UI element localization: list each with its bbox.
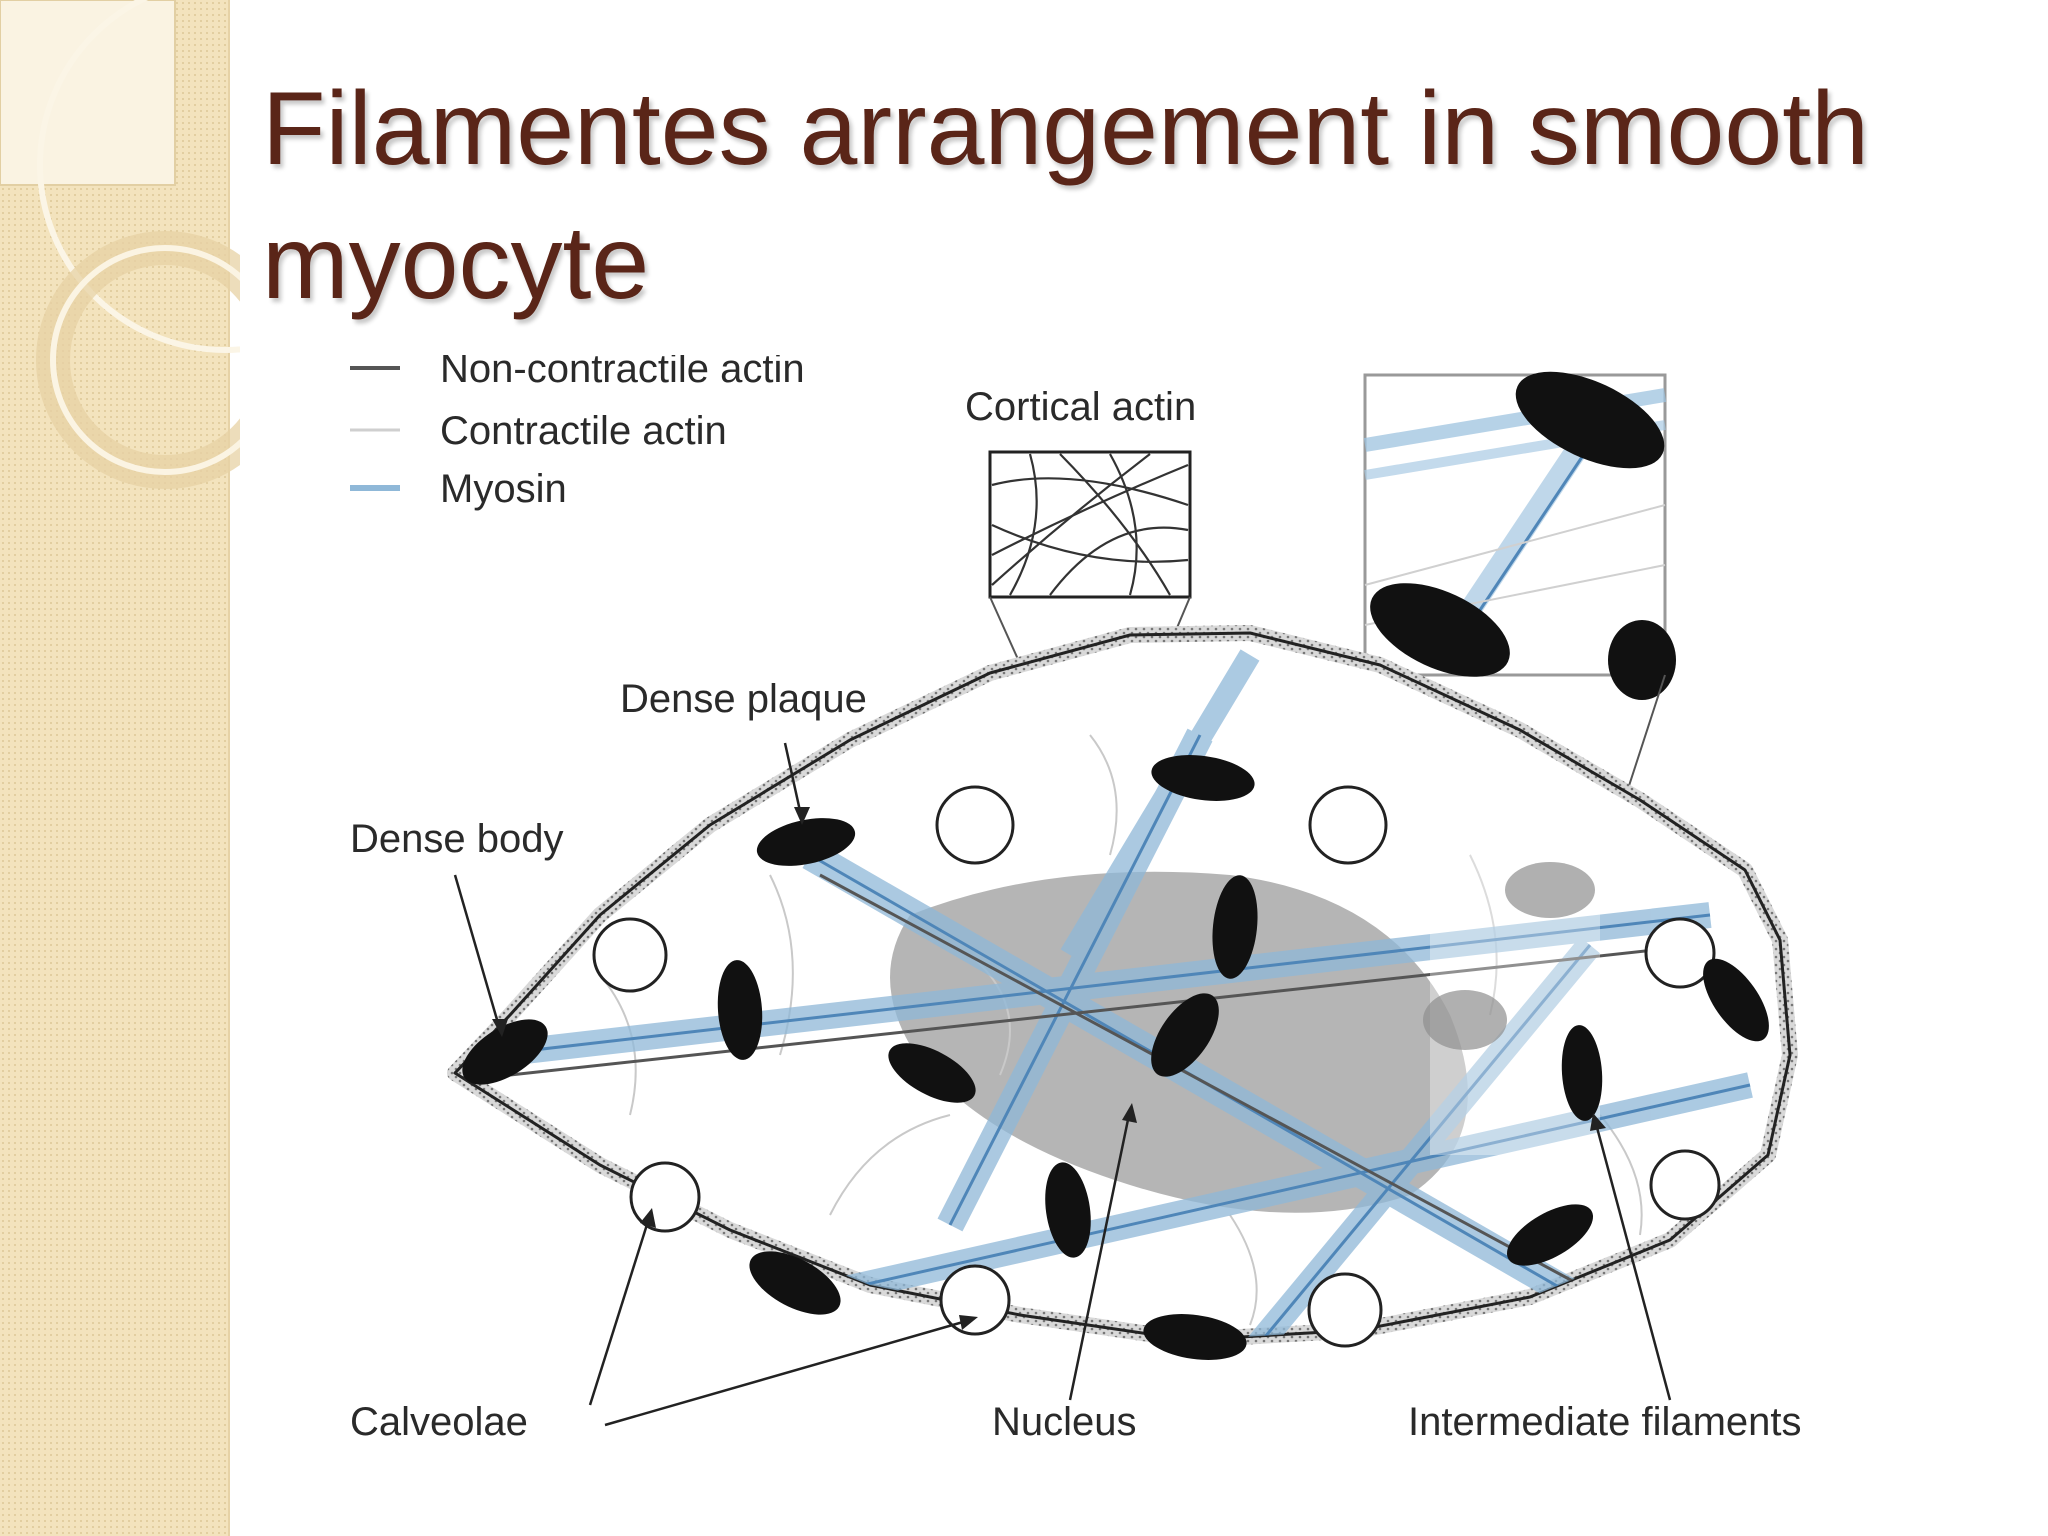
label-dense-body: Dense body [350, 817, 563, 861]
label-dense-plaque: Dense plaque [620, 677, 867, 721]
dense-bodies [462, 755, 1769, 1360]
smooth-myocyte-diagram: Non-contractile actin Contractile actin … [350, 355, 1802, 1444]
legend-non-contractile-actin: Non-contractile actin [440, 355, 805, 391]
label-calveolae: Calveolae [350, 1400, 528, 1444]
title-line-1: Filamentes arrangement in smooth [262, 71, 1869, 187]
slide-title: Filamentes arrangement in smooth myocyte [262, 62, 2002, 330]
contraction-detail-inset [1363, 371, 1676, 916]
smooth-muscle-cell [447, 625, 1798, 1360]
label-nucleus: Nucleus [992, 1400, 1137, 1444]
label-intermediate-filaments: Intermediate filaments [1408, 1400, 1802, 1444]
caveolae [592, 785, 1721, 1348]
label-cortical-actin: Cortical actin [965, 385, 1196, 429]
cortical-actin-inset: Cortical actin [965, 385, 1196, 776]
side-panel [0, 0, 230, 1536]
title-line-2: myocyte [262, 205, 650, 321]
callouts: Dense plaque Dense body Calveolae Nucleu… [350, 677, 1802, 1444]
legend-myosin: Myosin [440, 467, 567, 511]
legend-contractile-actin: Contractile actin [440, 409, 727, 453]
legend: Non-contractile actin Contractile actin … [350, 355, 805, 511]
